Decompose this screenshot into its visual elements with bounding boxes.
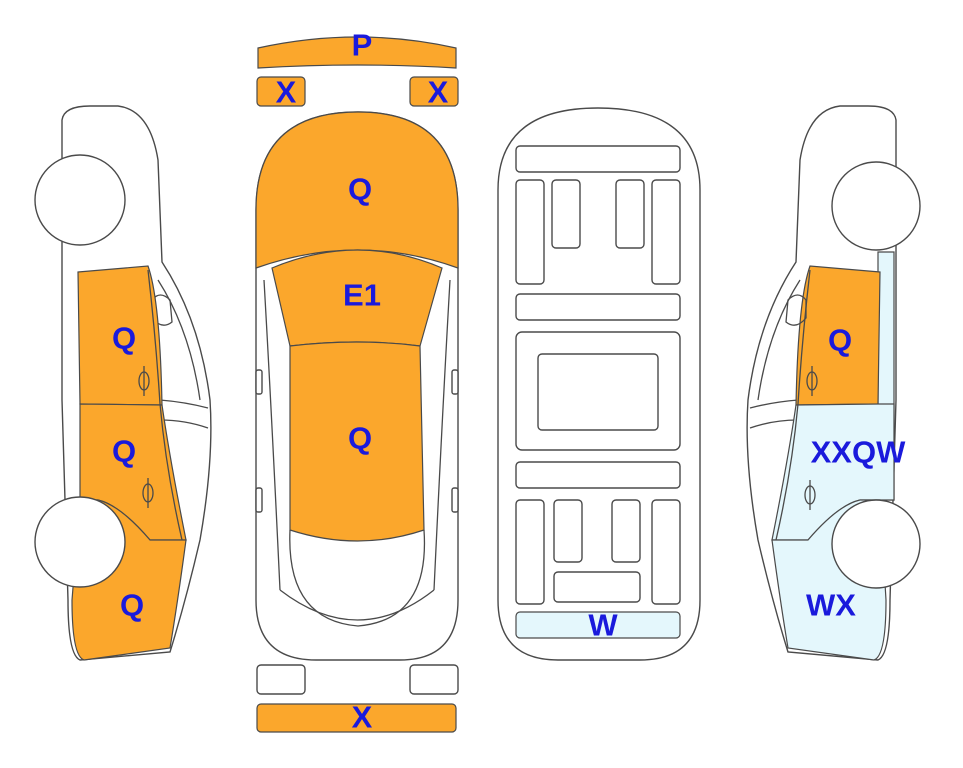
rear-bumper-panel [256,703,457,733]
right-front-door-label: Q [828,323,852,358]
rear-bumper-label: X [352,700,373,735]
rear-window-line [289,529,426,627]
left-rear-wheel [34,496,126,588]
under-rear-cross [553,571,641,603]
under-rear-right-inner [611,499,641,563]
top-right-pillar-line [433,279,451,591]
left-rear-quarter-label: Q [120,588,144,623]
right-taillight [409,664,459,695]
right-headlight-label: X [428,75,449,110]
left-rear-door-handle-icon [142,478,154,508]
under-rear-left-inner [553,499,583,563]
front-bumper-label: P [352,28,373,63]
right-headlight-panel [409,76,459,107]
right-mirror [785,294,807,326]
top-view: P X X Q E1 Q X [255,28,459,735]
left-front-door-label: Q [112,321,136,356]
right-front-wheel [831,161,921,251]
under-front-left-inner [551,179,581,249]
front-bumper-panel [257,36,457,69]
left-mirror-top [255,369,263,395]
top-left-pillar-line [263,279,281,591]
right-side-view: Q XXQW WX [746,105,921,661]
underbody-view: W [497,107,701,661]
right-front-door-handle-icon [806,366,818,396]
right-door-line [775,269,811,541]
under-front-left-rail [515,179,545,285]
windshield-label: E1 [343,278,381,313]
left-rear-mirror-top [255,487,263,513]
right-rear-mirror-top [451,487,459,513]
under-center-tank [537,353,659,431]
underbody-rear-panel [515,611,681,639]
left-taillight [256,664,306,695]
left-lower-line [159,399,209,409]
rear-deck-line [279,589,435,621]
under-front-crossmember [515,145,681,173]
under-front-right-rail [651,179,681,285]
roof-label: Q [348,421,372,456]
right-lower-line [749,399,799,409]
under-front-right-inner [615,179,645,249]
right-rear-wheel [831,499,921,589]
left-window-line [157,279,201,401]
right-window-line [757,279,801,401]
underbody-rear-label: W [588,608,618,643]
hood-label: Q [348,172,372,207]
right-rear-door-label: XXQW [811,435,906,470]
under-rear-right-rail [651,499,681,605]
right-mirror-top [451,369,459,395]
under-mid-crossmember-2 [515,461,681,489]
under-rear-left-rail [515,499,545,605]
left-side-view: Q Q Q [34,105,212,661]
left-headlight-panel [256,76,306,107]
under-mid-crossmember-1 [515,293,681,321]
right-rear-quarter-label: WX [806,588,856,623]
left-door-line [147,269,183,541]
left-rear-door-label: Q [112,434,136,469]
left-headlight-label: X [276,75,297,110]
left-front-door-handle-icon [138,366,150,396]
left-front-wheel [34,154,126,246]
right-rear-door-handle-icon [804,480,816,510]
